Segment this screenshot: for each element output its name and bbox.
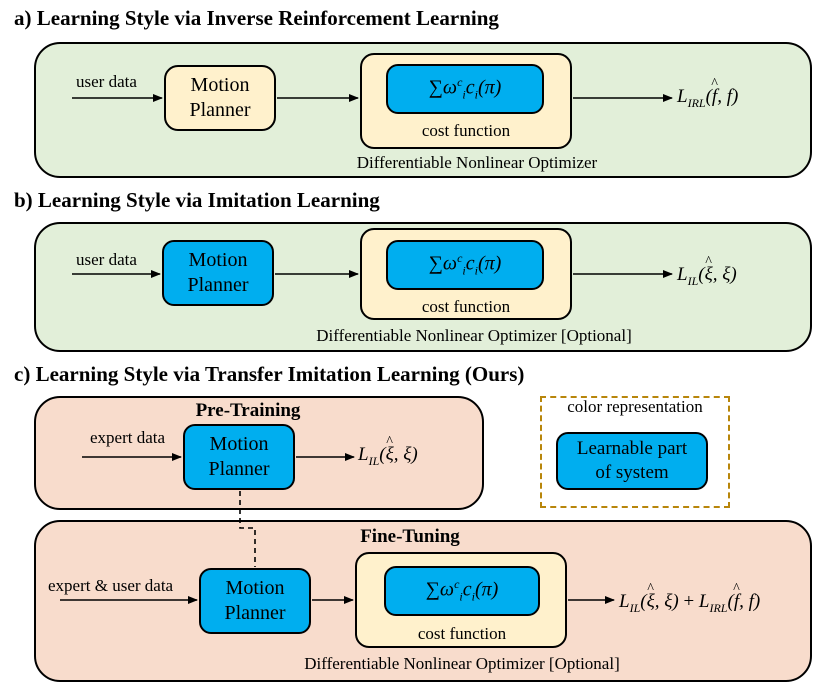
legend-learnable-label: Learnable part of system bbox=[576, 438, 688, 483]
finetuning-optimizer-label: Differentiable Nonlinear Optimizer [Opti… bbox=[304, 654, 620, 673]
section-b-loss: LIL(ξ, ξ) bbox=[677, 264, 737, 289]
section-b-planner-label: Motion Planner bbox=[187, 249, 249, 296]
section-b-input-label: user data bbox=[76, 250, 137, 269]
finetuning-title: Fine-Tuning bbox=[360, 526, 460, 547]
finetuning-loss: LIL(ξ, ξ) + LIRL(f, f) bbox=[619, 591, 760, 616]
section-c-title: c) Learning Style via Transfer Imitation… bbox=[14, 362, 525, 386]
section-b-optimizer-label: Differentiable Nonlinear Optimizer [Opti… bbox=[316, 326, 632, 345]
finetuning-cost-term: ∑ωcici(π) bbox=[384, 566, 540, 616]
finetuning-planner: Motion Planner bbox=[199, 568, 311, 634]
section-a-cost-term: ∑ωcici(π) bbox=[386, 64, 544, 114]
finetuning-cost-label: cost function bbox=[417, 624, 507, 643]
finetuning-input-label: expert & user data bbox=[48, 576, 174, 595]
pretraining-planner-label: Motion Planner bbox=[208, 433, 270, 480]
section-b-planner: Motion Planner bbox=[162, 240, 274, 306]
legend-title: color representation bbox=[567, 397, 703, 416]
legend-learnable-swatch: Learnable part of system bbox=[556, 432, 708, 490]
section-b-cost-term: ∑ωcici(π) bbox=[386, 240, 544, 290]
section-b-cost-label: cost function bbox=[421, 297, 511, 316]
section-a-title: a) Learning Style via Inverse Reinforcem… bbox=[14, 6, 499, 30]
section-b-title: b) Learning Style via Imitation Learning bbox=[14, 188, 380, 212]
section-a-loss: LIRL(f, f) bbox=[677, 86, 738, 111]
pretraining-title: Pre-Training bbox=[195, 400, 301, 421]
pretraining-input-label: expert data bbox=[90, 428, 166, 447]
section-a-input-label: user data bbox=[76, 72, 137, 91]
cost-sum-formula: ∑ωcici(π) bbox=[428, 251, 502, 278]
section-a-planner-label: Motion Planner bbox=[189, 74, 251, 121]
pretraining-planner: Motion Planner bbox=[183, 424, 295, 490]
cost-sum-formula: ∑ωcici(π) bbox=[425, 577, 499, 604]
section-a-cost-label: cost function bbox=[421, 121, 511, 140]
legend-box bbox=[540, 396, 730, 508]
section-a-planner: Motion Planner bbox=[164, 65, 276, 131]
pretraining-loss: LIL(ξ, ξ) bbox=[358, 444, 418, 469]
finetuning-planner-label: Motion Planner bbox=[224, 577, 286, 624]
cost-sum-formula: ∑ωcici(π) bbox=[428, 75, 502, 102]
section-a-optimizer-label: Differentiable Nonlinear Optimizer bbox=[356, 153, 598, 172]
